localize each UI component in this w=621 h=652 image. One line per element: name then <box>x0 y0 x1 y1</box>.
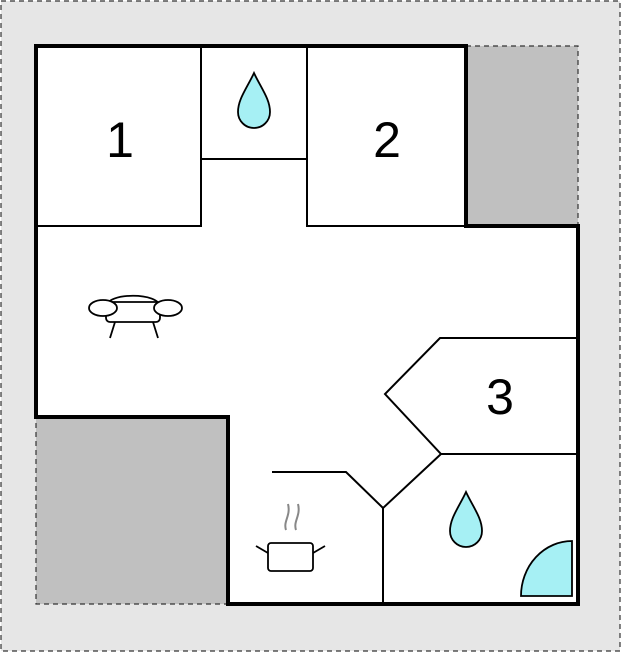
shower-icon <box>520 540 573 597</box>
room-label-3: 3 <box>486 369 514 425</box>
room-label-1: 1 <box>106 112 134 168</box>
water-drop-icon <box>237 70 271 129</box>
water-drop-icon <box>449 489 483 548</box>
house-outline <box>34 44 580 606</box>
cooking-pot-icon <box>255 503 326 572</box>
terrace-bottom-left <box>35 416 229 605</box>
terrace-top-right <box>465 45 579 227</box>
room-label-2: 2 <box>373 112 401 168</box>
sofa-icon <box>88 294 183 339</box>
interior-walls <box>36 46 578 604</box>
